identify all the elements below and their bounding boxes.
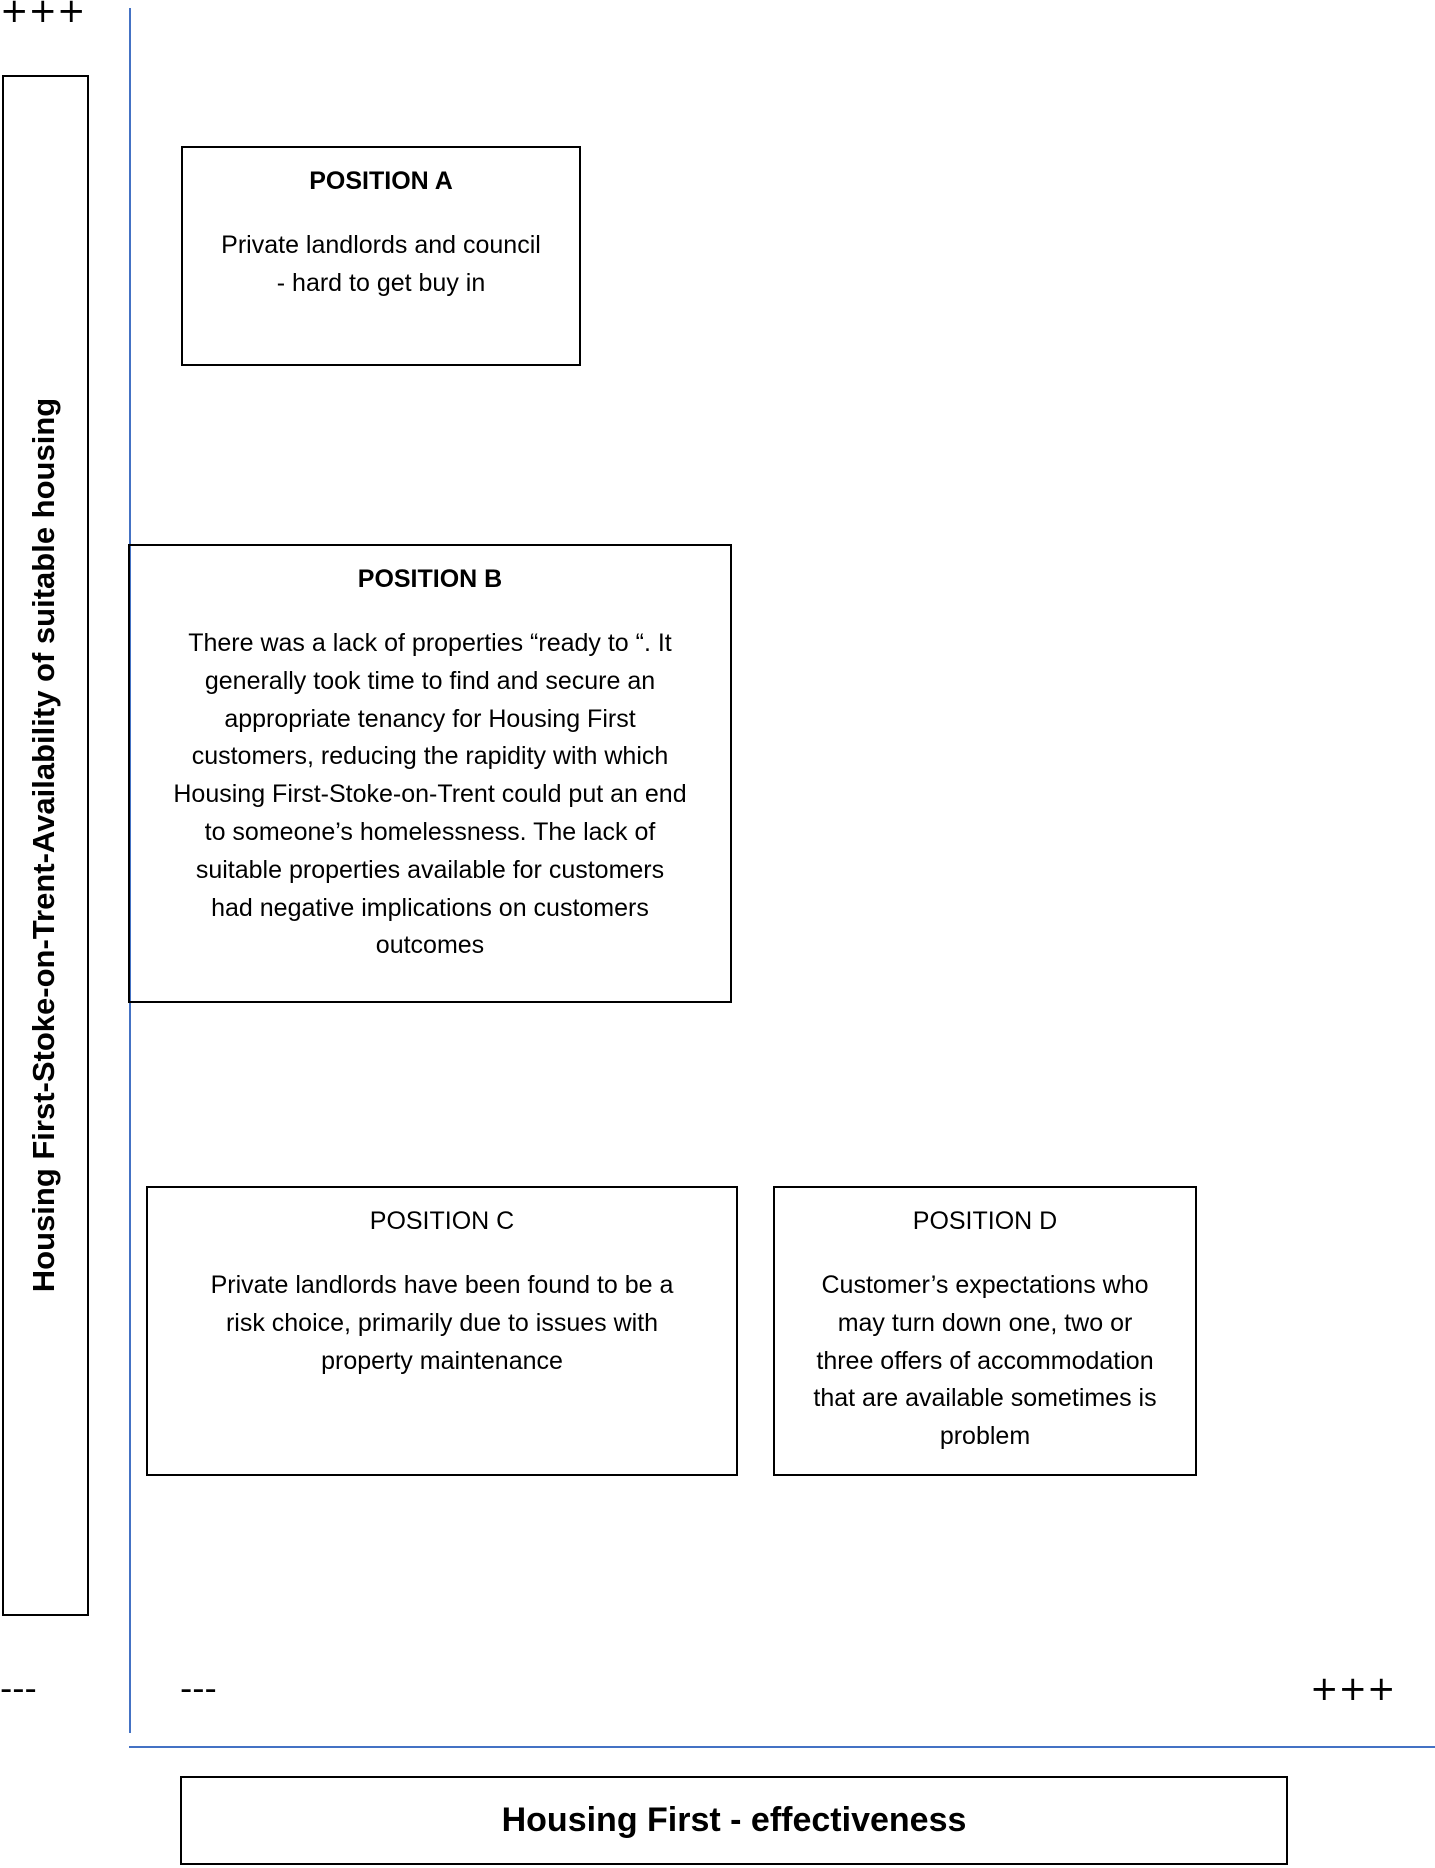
position-d-box: POSITION D Customer’s expectations who m…: [773, 1186, 1197, 1476]
position-a-title: POSITION A: [309, 167, 453, 195]
position-b-text: There was a lack of properties “ready to…: [173, 629, 687, 960]
y-axis-high-marker: +++: [0, 0, 86, 31]
position-d-text: Customer’s expectations who may turn dow…: [813, 1271, 1157, 1451]
position-c-title: POSITION C: [369, 1207, 515, 1235]
position-c-text: Private landlords have been found to be …: [210, 1271, 674, 1375]
x-axis-label: Housing First - effectiveness: [501, 1801, 967, 1839]
position-d-title: POSITION D: [912, 1207, 1058, 1235]
x-axis-label-box: Housing First - effectiveness: [180, 1776, 1288, 1865]
y-axis-label: Housing First-Stoke-on-Trent-Availabilit…: [26, 397, 61, 1293]
y-axis-label-box: [2, 75, 89, 1616]
position-a-box: POSITION A Private landlords and council…: [181, 146, 581, 366]
position-b-box: POSITION B There was a lack of propertie…: [128, 544, 732, 1003]
x-axis-high-marker: +++: [1310, 1669, 1396, 1709]
position-c-box: POSITION C Private landlords have been f…: [146, 1186, 738, 1476]
position-a-text: Private landlords and council - hard to …: [221, 231, 541, 297]
position-b-title: POSITION B: [357, 565, 503, 593]
x-axis-low-marker: ---: [180, 1669, 217, 1709]
x-axis-line: [129, 1746, 1435, 1748]
y-axis-low-marker: ---: [0, 1669, 37, 1709]
